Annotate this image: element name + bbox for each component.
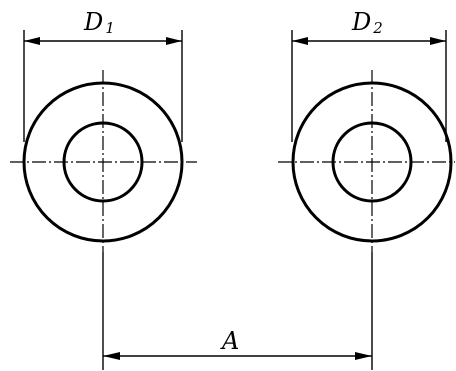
d2-left-arrowhead: [292, 37, 308, 45]
a-label: A: [220, 327, 239, 355]
d1-left-arrowhead: [24, 37, 40, 45]
d2-label-subscript: 2: [372, 19, 383, 37]
a-dimension: A: [103, 327, 372, 360]
d1-label-subscript: 1: [105, 19, 115, 37]
d2-right-arrowhead: [430, 37, 446, 45]
a-right-arrowhead: [355, 352, 372, 360]
a-left-arrowhead: [103, 352, 120, 360]
right-ring-group: [278, 70, 455, 370]
left-ring-group: [10, 70, 197, 370]
d1-label-main: D: [83, 8, 103, 36]
d2-label-main: D: [351, 8, 371, 36]
d1-right-arrowhead: [166, 37, 182, 45]
